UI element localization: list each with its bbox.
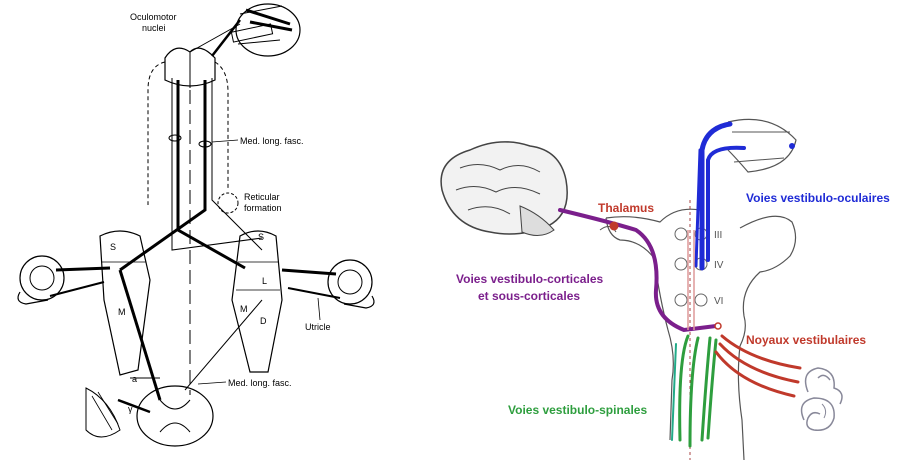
label-nucleus-m-right: M bbox=[240, 304, 248, 314]
dashed-reticular-paths bbox=[148, 62, 228, 205]
spinal-cord bbox=[120, 270, 262, 446]
label-voies-corticales-2: et sous-corticales bbox=[478, 289, 580, 303]
pathway-spinales bbox=[680, 336, 716, 446]
pathway-ascending bbox=[688, 230, 694, 330]
label-oculomotor-2: nuclei bbox=[142, 23, 166, 33]
label-a: a bbox=[132, 374, 137, 384]
pathway-oculaires bbox=[696, 124, 744, 268]
mlf-upper-leader bbox=[212, 140, 238, 142]
eye-top bbox=[231, 4, 300, 56]
label-nerve-vi: VI bbox=[714, 296, 723, 307]
label-noyaux-vestibulaires: Noyaux vestibulaires bbox=[746, 333, 866, 347]
label-nucleus-m-left: M bbox=[118, 307, 126, 317]
eye-right-diagram bbox=[728, 119, 796, 172]
label-thalamus: Thalamus bbox=[598, 201, 654, 215]
label-nucleus-s-left: S bbox=[110, 242, 116, 252]
inner-ear-right-diagram bbox=[802, 368, 842, 430]
vestibular-nucleus-dot bbox=[715, 323, 721, 329]
utricle-leader bbox=[318, 298, 320, 320]
label-reticular-1: Reticular bbox=[244, 192, 280, 202]
inner-ear-right bbox=[282, 260, 374, 308]
pathway-corticales bbox=[560, 210, 716, 330]
vestibular-nuclei-right bbox=[232, 231, 282, 372]
inner-ear-left bbox=[18, 256, 110, 304]
path-main-right bbox=[120, 80, 205, 270]
label-gamma: γ bbox=[128, 404, 133, 414]
label-voies-oculaires: Voies vestibulo-oculaires bbox=[746, 191, 890, 205]
label-mlf-lower: Med. long. fasc. bbox=[228, 378, 292, 388]
label-nerve-iv: IV bbox=[714, 260, 724, 271]
label-oculomotor-1: Oculomotor bbox=[130, 12, 177, 22]
thalamus-dot bbox=[610, 222, 619, 231]
left-diagram bbox=[18, 4, 374, 446]
mlf-lower-leader bbox=[198, 382, 226, 384]
label-nucleus-d-right: D bbox=[260, 316, 267, 326]
reticular-formation-circle bbox=[218, 193, 238, 213]
label-nucleus-l-right: L bbox=[262, 276, 267, 286]
label-mlf-upper: Med. long. fasc. bbox=[240, 136, 304, 146]
path-thin-2 bbox=[212, 78, 262, 250]
label-reticular-2: formation bbox=[244, 203, 282, 213]
label-utricle: Utricle bbox=[305, 322, 331, 332]
label-voies-spinales: Voies vestibulo-spinales bbox=[508, 403, 647, 417]
brain-illustration bbox=[441, 142, 567, 236]
oculomotor-nuclei bbox=[165, 20, 240, 88]
label-nucleus-s-right: S bbox=[258, 232, 264, 242]
label-voies-corticales-1: Voies vestibulo-corticales bbox=[456, 272, 603, 286]
label-nerve-iii: III bbox=[714, 230, 722, 241]
